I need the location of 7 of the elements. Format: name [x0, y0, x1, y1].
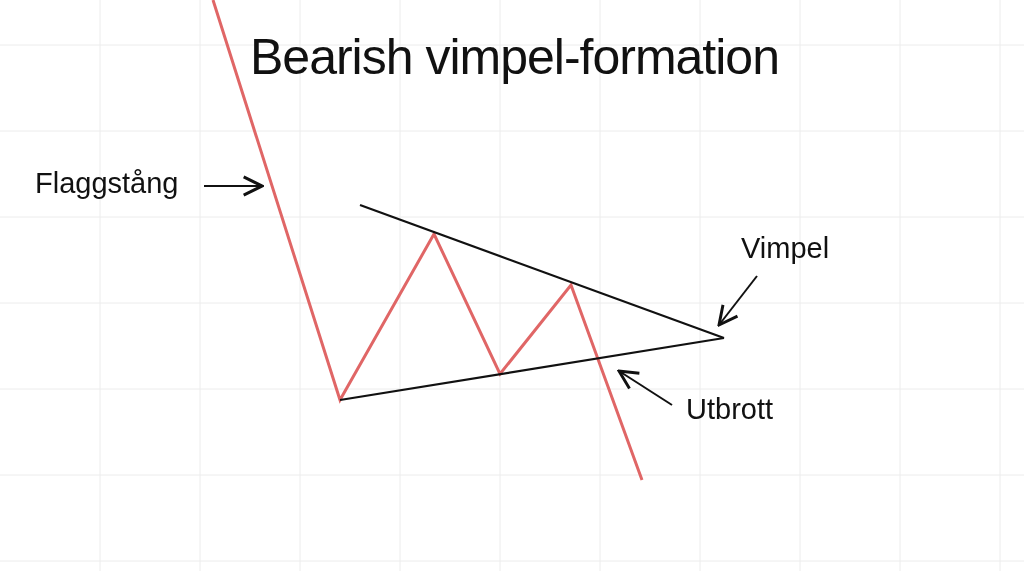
callout-label: Flaggstång: [35, 167, 179, 201]
leader-arrow: [717, 275, 758, 327]
callout-label: Vimpel: [741, 232, 830, 266]
callout-label: Utbrott: [686, 393, 774, 427]
title: Bearish vimpel-formation: [250, 28, 779, 86]
leader-arrow: [617, 369, 673, 406]
leader-arrow: [203, 175, 264, 197]
